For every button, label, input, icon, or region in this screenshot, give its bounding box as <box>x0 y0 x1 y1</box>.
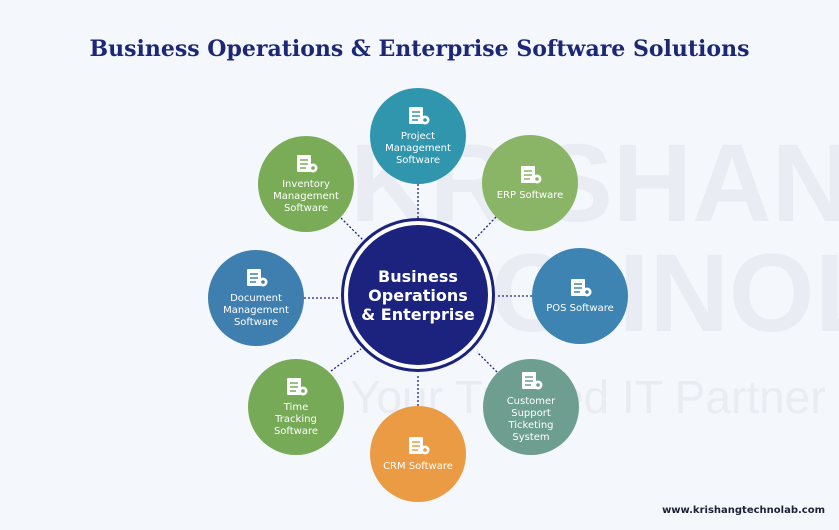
node-crm: CRM Software <box>370 406 466 502</box>
node-inventory-management: Inventory Management Software <box>258 136 354 232</box>
cart-icon <box>522 372 543 390</box>
node-project-management: Project Management Software <box>370 88 466 184</box>
node-label: Time Tracking Software <box>273 402 319 437</box>
node-pos: POS Software <box>532 248 628 344</box>
node-erp: ERP Software <box>482 135 578 231</box>
document-gear-icon <box>521 166 542 184</box>
node-label: Document Management Software <box>223 293 289 328</box>
node-label: POS Software <box>546 303 614 314</box>
connector-customer <box>476 351 498 373</box>
clipboard-box-icon <box>297 155 318 173</box>
pos-terminal-icon <box>571 279 592 297</box>
node-label: Project Management Software <box>385 131 451 166</box>
page-title: Business Operations & Enterprise Softwar… <box>89 36 750 62</box>
contact-card-icon <box>409 437 430 455</box>
node-document-management: Document Management Software <box>208 250 304 346</box>
connector-inventory <box>340 217 364 241</box>
clock-document-icon <box>287 378 308 396</box>
node-label: Customer Support Ticketing System <box>506 396 556 443</box>
node-time-tracking: Time Tracking Software <box>248 359 344 455</box>
center-hub: Business Operations & Enterprise <box>348 225 488 365</box>
connector-time <box>330 348 362 372</box>
website-url: www.krishangtechnolab.com <box>662 505 825 516</box>
node-customer-support: Customer Support Ticketing System <box>483 359 579 455</box>
node-label: ERP Software <box>496 190 564 201</box>
folder-icon <box>247 269 268 287</box>
connector-erp <box>473 216 497 241</box>
node-label: Inventory Management Software <box>273 179 339 214</box>
node-label: CRM Software <box>383 461 453 472</box>
checklist-gear-icon <box>409 107 430 125</box>
